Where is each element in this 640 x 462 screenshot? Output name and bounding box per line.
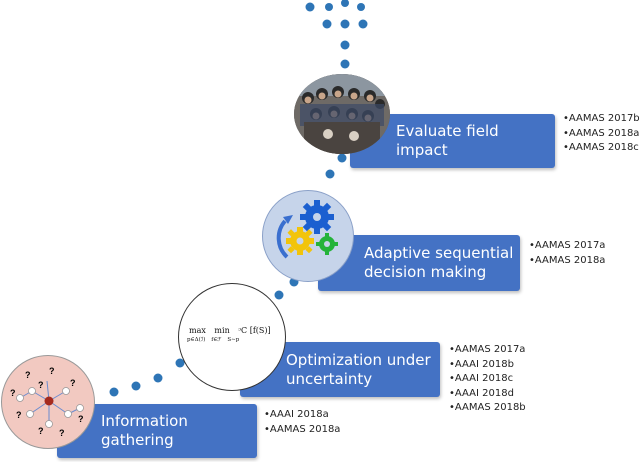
ref-item: AAMAS 2017a bbox=[449, 343, 526, 358]
stage-title-line2: uncertainty bbox=[286, 369, 373, 388]
refs-stage-2: AAMAS 2017a AAAI 2018b AAAI 2018c AAAI 2… bbox=[449, 343, 526, 416]
formula-sub1: p∈Δ(ℐ) bbox=[187, 337, 206, 343]
refs-stage-4: AAMAS 2017b AAMAS 2018a AAMAS 2018c bbox=[563, 112, 640, 156]
gears-icon bbox=[262, 190, 354, 282]
stage-title-line1: Information bbox=[101, 412, 188, 430]
ref-item: AAAI 2018b bbox=[449, 358, 526, 373]
question-mark: ? bbox=[38, 426, 44, 436]
stage-title: Evaluate field impact bbox=[396, 122, 499, 159]
network-icon: ? ? ? ? ? ? ? ? ? bbox=[1, 355, 95, 449]
formula-min: min bbox=[214, 326, 230, 335]
ref-item: AAMAS 2018a bbox=[529, 254, 606, 269]
ref-item: AAAI 2018d bbox=[449, 387, 526, 402]
formula-sub3: S∼p bbox=[227, 337, 240, 343]
formula-max: max bbox=[189, 326, 206, 335]
ref-item: AAMAS 2018c bbox=[563, 141, 640, 156]
stage-title-line1: Adaptive sequential bbox=[364, 244, 514, 262]
team-photo bbox=[294, 74, 390, 154]
formula-expectation: ᵓC bbox=[238, 326, 248, 335]
question-mark: ? bbox=[25, 370, 31, 380]
ref-item: AAMAS 2018a bbox=[563, 127, 640, 142]
ref-item: AAMAS 2017b bbox=[563, 112, 640, 127]
question-mark: ? bbox=[16, 410, 22, 420]
question-mark: ? bbox=[59, 428, 65, 438]
formula-sub2: f∈ℱ bbox=[211, 337, 222, 343]
stage-title-line2: gathering bbox=[101, 431, 174, 449]
ref-item: AAMAS 2018b bbox=[449, 401, 526, 416]
ref-item: AAAI 2018a bbox=[264, 408, 340, 423]
question-mark: ? bbox=[70, 378, 76, 388]
question-mark: ? bbox=[49, 366, 55, 376]
question-mark: ? bbox=[38, 380, 44, 390]
refs-stage-1: AAAI 2018a AAMAS 2018a bbox=[264, 408, 341, 438]
stage-box-adaptive: Adaptive sequential decision making bbox=[318, 235, 520, 291]
formula-body: [f(S)] bbox=[249, 326, 271, 335]
ref-item: AAAI 2018c bbox=[449, 372, 526, 387]
question-mark: ? bbox=[78, 414, 84, 424]
refs-stage-3: AAMAS 2017a AAMAS 2018a bbox=[529, 239, 606, 269]
question-mark: ? bbox=[10, 388, 16, 398]
stage-title-line2: decision making bbox=[364, 263, 487, 281]
formula-circle: max min ᵓC [f(S)] p∈Δ(ℐ) f∈ℱ S∼p bbox=[178, 283, 286, 391]
ref-item: AAMAS 2018a bbox=[264, 423, 341, 438]
ref-item: AAMAS 2017a bbox=[529, 239, 606, 254]
stage-title-line1: Optimization under bbox=[286, 350, 431, 369]
